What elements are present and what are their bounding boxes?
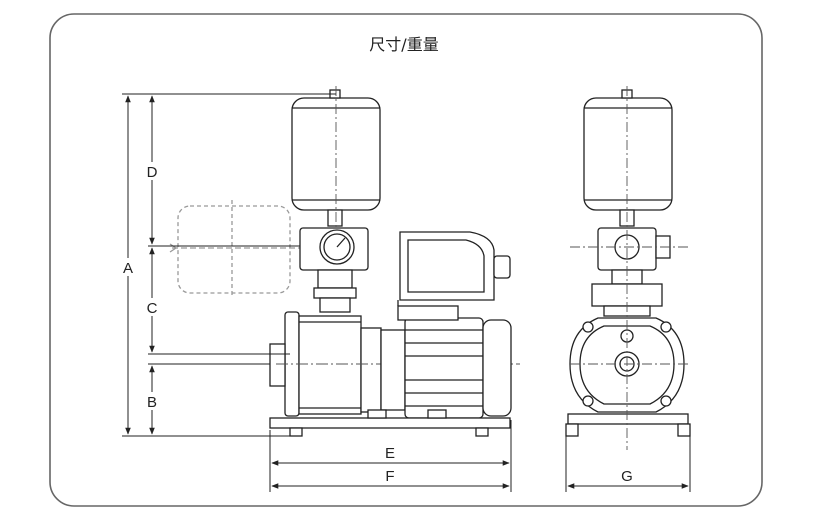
- front-center-lines: [570, 86, 690, 450]
- outer-frame: [49, 13, 763, 507]
- alternate-tank-outline: [177, 205, 291, 294]
- pressure-gauge-manifold: [299, 227, 369, 313]
- width-dimension: [565, 436, 691, 492]
- side-view: [169, 86, 520, 437]
- dimension-label-e: E: [385, 445, 395, 462]
- drawing-title: 尺寸/重量: [369, 35, 438, 54]
- base-plate: [269, 409, 511, 437]
- dimension-label-b: B: [147, 394, 157, 411]
- control-box: [397, 231, 511, 306]
- dimension-label-c: C: [147, 300, 158, 317]
- pressure-tank: [291, 86, 381, 300]
- front-pressure-tank: [583, 97, 673, 211]
- dimension-label-f: F: [385, 468, 394, 485]
- dimension-label-g: G: [621, 468, 633, 485]
- front-base: [567, 413, 689, 425]
- front-view: [565, 89, 691, 437]
- dimension-label-a: A: [123, 260, 133, 277]
- dimension-label-d: D: [147, 164, 158, 181]
- motor: [380, 305, 512, 419]
- horizontal-dimensions: [269, 420, 512, 492]
